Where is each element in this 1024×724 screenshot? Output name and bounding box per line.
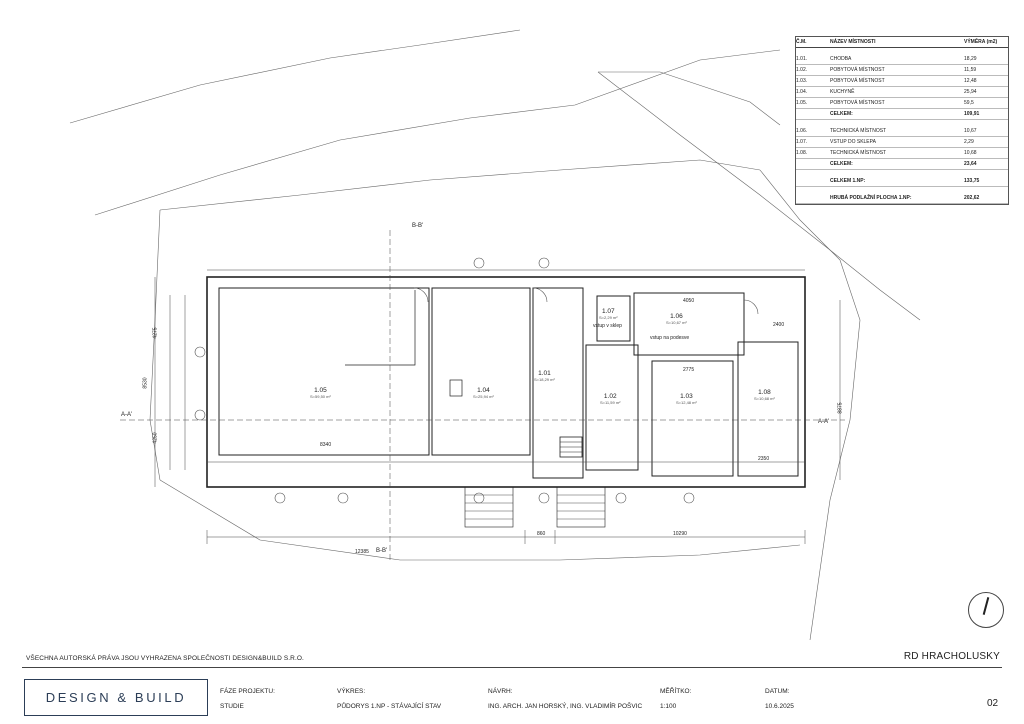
- footer-divider: [22, 667, 1002, 668]
- date-value: 10.6.2025: [765, 703, 794, 710]
- terrain-lines: [69, 29, 921, 641]
- header-area: VÝMĚRA (m2): [964, 38, 998, 45]
- dim-2350: 2350: [758, 456, 770, 462]
- drawing-label: VÝKRES:: [337, 688, 366, 695]
- section-aa-right: A-A': [818, 419, 830, 425]
- copyright-notice: VŠECHNA AUTORSKÁ PRÁVA JSOU VYHRAZENA SP…: [26, 655, 304, 662]
- dim-8340: 8340: [320, 442, 332, 448]
- design-label: NÁVRH:: [488, 688, 513, 695]
- dim-4250: 4250: [152, 432, 159, 444]
- section-bb-top: B-B': [412, 223, 424, 229]
- dim-4275: 4275: [152, 327, 159, 339]
- dim-8875: 8875: [837, 402, 844, 414]
- table-header-row: Č.M. NÁZEV MÍSTNOSTI VÝMĚRA (m2): [796, 37, 1008, 48]
- table-gross-row: HRUBÁ PODLAŽNÍ PLOCHA 1.NP:202,62: [796, 193, 1008, 204]
- header-name: NÁZEV MÍSTNOSTI: [830, 38, 876, 45]
- table-subtotal-row: CELKEM:109,91: [796, 109, 1008, 120]
- building-walls: [206, 276, 806, 528]
- note-upper-entry: vstup na podesve: [650, 335, 690, 341]
- window-markers: [194, 257, 759, 504]
- company-logo: DESIGN & BUILD: [24, 679, 208, 716]
- header-no: Č.M.: [796, 38, 807, 45]
- drawing-value: PŮDORYS 1.NP - STÁVAJÍCÍ STAV: [337, 703, 442, 710]
- design-value: ING. ARCH. JAN HORSKÝ, ING. VLADIMÍR POŠ…: [488, 703, 643, 710]
- date-label: DATUM:: [765, 688, 790, 695]
- section-bb-bottom: B-B': [376, 548, 388, 554]
- room-schedule-table: Č.M. NÁZEV MÍSTNOSTI VÝMĚRA (m2) 1.01.CH…: [795, 36, 1009, 205]
- table-total-row: CELKEM 1.NP:133,75: [796, 176, 1008, 187]
- phase-label: FÁZE PROJEKTU:: [220, 688, 275, 695]
- dim-8530: 8530: [142, 377, 149, 389]
- scale-label: MĚŘÍTKO:: [660, 688, 692, 695]
- sheet-number: 02: [987, 698, 999, 709]
- dim-10290: 10290: [673, 531, 687, 537]
- dim-2400: 2400: [773, 322, 785, 328]
- north-arrow-icon: [968, 592, 1004, 628]
- scale-value: 1:100: [660, 703, 677, 710]
- section-aa-left: A-A': [121, 412, 133, 418]
- table-subtotal-row: CELKEM:23,64: [796, 159, 1008, 170]
- dimension-lines: [120, 230, 845, 560]
- note-cellar-entry: vstup v sklep: [593, 323, 622, 329]
- phase-value: STUDIE: [220, 703, 244, 710]
- dim-4050: 4050: [683, 298, 695, 304]
- dim-12385: 12385: [355, 549, 369, 555]
- dim-2775: 2775: [683, 367, 695, 373]
- project-name: RD HRACHOLUSKY: [903, 651, 1000, 662]
- dim-860: 860: [537, 531, 546, 537]
